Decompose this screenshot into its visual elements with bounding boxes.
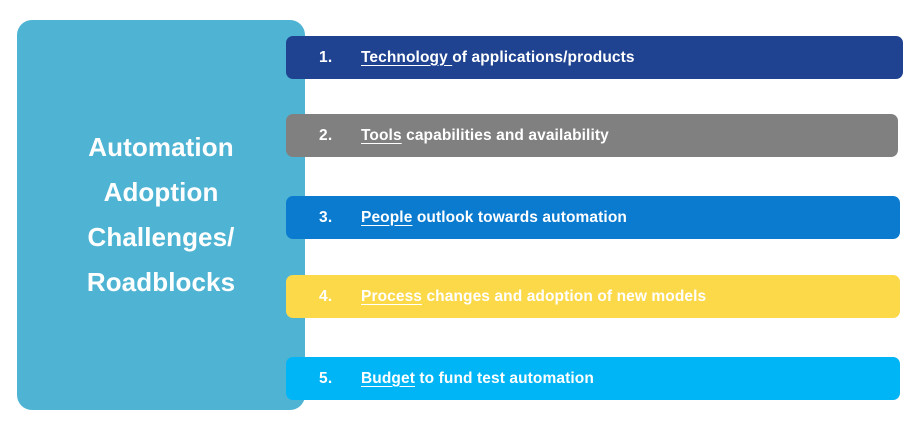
challenge-item-number: 5. <box>319 369 333 387</box>
challenge-item-process[interactable]: 4. Process changes and adoption of new m… <box>286 275 900 318</box>
challenge-item-number: 1. <box>319 48 333 66</box>
challenge-keyword: Process <box>361 287 423 305</box>
challenge-item-number: 3. <box>319 208 333 226</box>
challenge-description: capabilities and availability <box>401 126 609 144</box>
challenge-keyword: People <box>361 208 413 226</box>
challenge-item-label: Process changes and adoption of new mode… <box>361 288 706 306</box>
challenge-item-label: People outlook towards automation <box>361 209 627 227</box>
challenge-item-tools[interactable]: 2. Tools capabilities and availability <box>286 114 898 157</box>
challenge-item-label: Budget to fund test automation <box>361 370 594 388</box>
challenge-item-people[interactable]: 3. People outlook towards automation <box>286 196 900 239</box>
challenge-item-budget[interactable]: 5. Budget to fund test automation <box>286 357 900 400</box>
automation-challenges-panel: Automation Adoption Challenges/ Roadbloc… <box>17 20 305 410</box>
challenge-description: changes and adoption of new models <box>422 287 707 305</box>
panel-title: Automation Adoption Challenges/ Roadbloc… <box>86 132 236 297</box>
challenge-description: outlook towards automation <box>412 208 627 226</box>
challenge-keyword: Technology <box>361 48 453 66</box>
challenge-item-technology[interactable]: 1. Technology of applications/products <box>286 36 903 79</box>
challenge-keyword: Budget <box>361 369 415 387</box>
challenge-keyword: Tools <box>361 126 402 144</box>
challenge-description: of applications/products <box>452 48 635 66</box>
challenge-item-label: Technology of applications/products <box>361 49 635 67</box>
challenge-description: to fund test automation <box>414 369 594 387</box>
challenge-item-number: 4. <box>319 287 333 305</box>
challenge-item-number: 2. <box>319 126 333 144</box>
challenge-item-label: Tools capabilities and availability <box>361 127 609 145</box>
